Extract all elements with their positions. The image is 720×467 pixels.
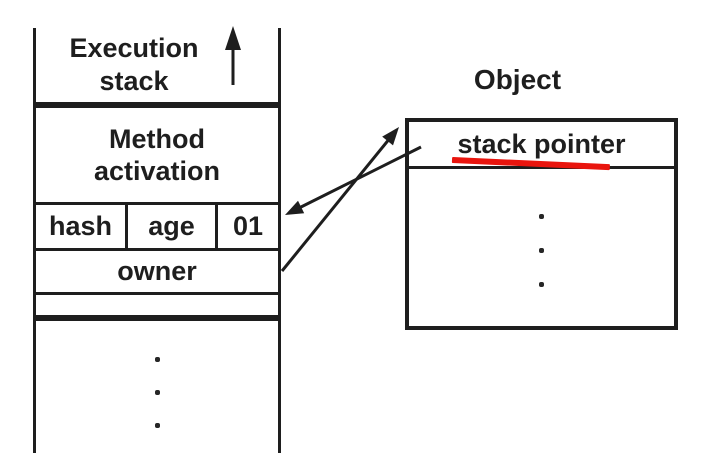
ellipsis-dot [154, 357, 160, 362]
header-word-row: hash age 01 [36, 205, 278, 251]
method-activation-line2: activation [93, 156, 221, 186]
execution-stack: Execution stack Method activation hash a… [33, 28, 281, 453]
ellipsis-dot [154, 423, 160, 428]
tag-field: 01 [232, 211, 264, 241]
execution-stack-title-line1: Execution [69, 33, 199, 63]
object-box: stack pointer [405, 118, 678, 330]
stack-ellipsis [36, 321, 278, 428]
object-body [409, 169, 674, 287]
owner-field: owner [36, 251, 278, 295]
method-activation-line1: Method [109, 124, 205, 154]
owner-to-object-arrow [280, 127, 399, 272]
object-ellipsis [409, 169, 674, 287]
execution-stack-header: Execution stack [36, 28, 278, 108]
object-to-stack-arrow [285, 145, 422, 215]
ellipsis-dot [539, 248, 544, 253]
object-label: Object [473, 64, 562, 95]
method-activation-frame: Method activation [36, 108, 278, 205]
execution-stack-title-line2: stack [99, 66, 169, 96]
ellipsis-dot [154, 390, 160, 395]
execution-stack-title: Execution stack [69, 32, 198, 98]
ellipsis-dot [539, 282, 544, 287]
stack-pointer-field: stack pointer [409, 122, 674, 169]
age-field: age [128, 205, 218, 248]
ellipsis-dot [539, 214, 544, 219]
hash-field: hash [36, 205, 128, 248]
stack-bottom-region [36, 321, 278, 447]
stack-pointer-label: stack pointer [457, 128, 626, 159]
empty-slot [36, 295, 278, 321]
